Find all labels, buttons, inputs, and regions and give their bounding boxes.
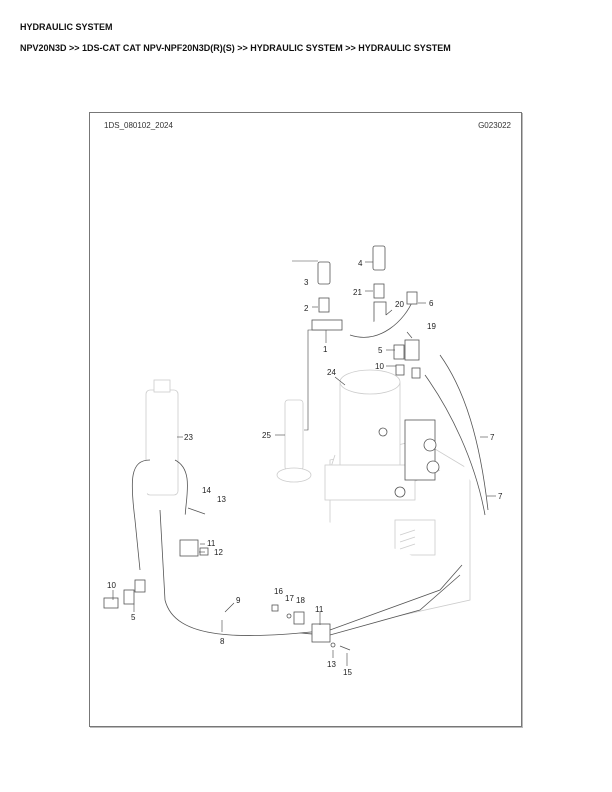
diagram-frame: 1DS_080102_2024 G023022 — [89, 112, 522, 727]
leader-lines — [112, 260, 496, 666]
callout-13-left[interactable]: 13 — [217, 495, 226, 504]
callout-8[interactable]: 8 — [220, 637, 225, 646]
callout-11-left[interactable]: 11 — [207, 539, 216, 548]
callout-5-top[interactable]: 5 — [378, 346, 383, 355]
drawing-id: 1DS_080102_2024 — [104, 121, 173, 130]
callout-11-bottom[interactable]: 11 — [315, 605, 324, 614]
callout-24[interactable]: 24 — [327, 368, 336, 377]
part-25 — [276, 329, 325, 483]
top-fittings — [311, 245, 489, 516]
callout-2[interactable]: 2 — [304, 304, 309, 313]
callout-23[interactable]: 23 — [184, 433, 193, 442]
callout-12[interactable]: 12 — [214, 548, 223, 557]
callout-21[interactable]: 21 — [353, 288, 362, 297]
callout-labels: 1 2 3 4 5 5 6 7 7 8 9 10 10 11 11 12 13 … — [107, 259, 503, 677]
callout-7-upper[interactable]: 7 — [490, 433, 495, 442]
callout-25[interactable]: 25 — [262, 431, 271, 440]
page-title: HYDRAULIC SYSTEM — [20, 22, 113, 32]
callout-16[interactable]: 16 — [274, 587, 283, 596]
callout-6[interactable]: 6 — [429, 299, 434, 308]
accumulator — [103, 379, 463, 636]
callout-3[interactable]: 3 — [304, 278, 309, 287]
callout-5-bottom[interactable]: 5 — [131, 613, 136, 622]
motor — [324, 369, 440, 501]
callout-7-lower[interactable]: 7 — [498, 492, 503, 501]
callout-1[interactable]: 1 — [323, 345, 328, 354]
figure-code: G023022 — [478, 121, 511, 130]
callout-17[interactable]: 17 — [285, 594, 294, 603]
callout-10-bottom[interactable]: 10 — [107, 581, 116, 590]
callout-9[interactable]: 9 — [236, 596, 241, 605]
callout-14[interactable]: 14 — [202, 486, 211, 495]
callout-20[interactable]: 20 — [395, 300, 404, 309]
callout-13-bottom[interactable]: 13 — [327, 660, 336, 669]
breadcrumb: NPV20N3D >> 1DS-CAT CAT NPV-NPF20N3D(R)(… — [20, 43, 451, 53]
callout-18[interactable]: 18 — [296, 596, 305, 605]
callout-4[interactable]: 4 — [358, 259, 363, 268]
callout-19[interactable]: 19 — [427, 322, 436, 331]
callout-15[interactable]: 15 — [343, 668, 352, 677]
clamp-assembly — [271, 604, 351, 651]
callout-10-top[interactable]: 10 — [375, 362, 384, 371]
